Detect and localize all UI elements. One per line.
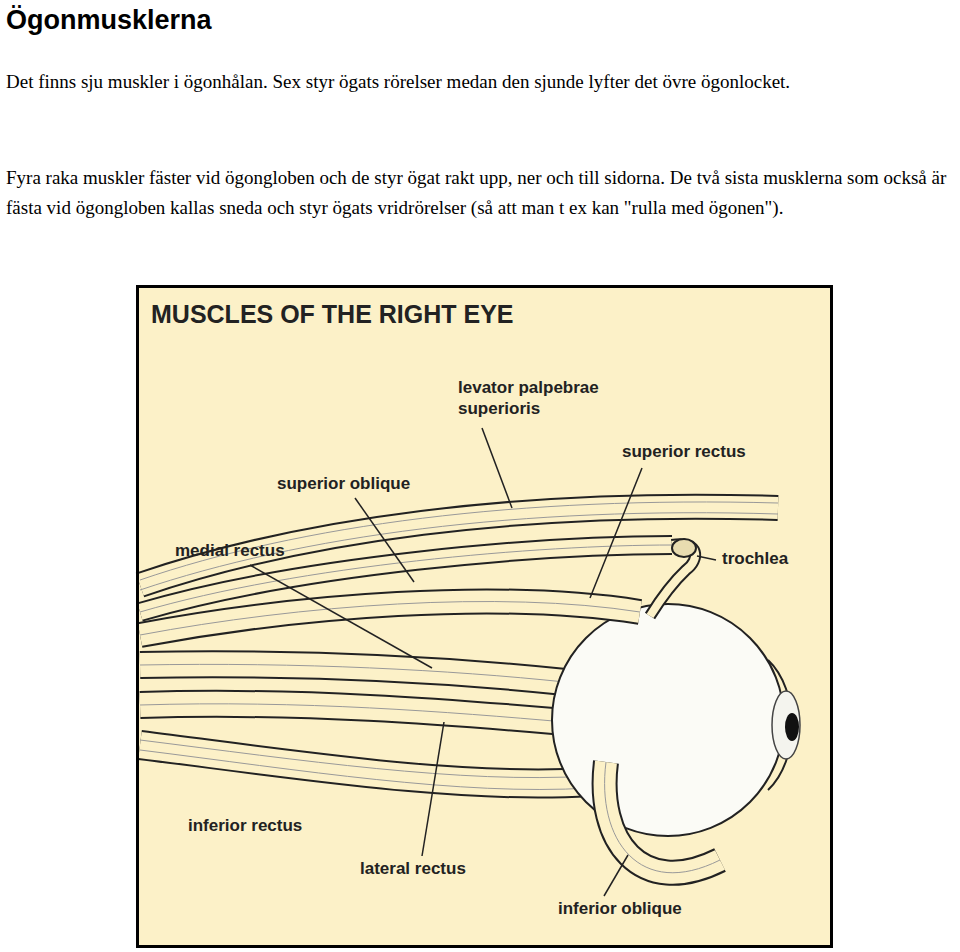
drawing-path: [140, 602, 640, 635]
page-title: Ögonmusklerna: [6, 5, 212, 36]
muscle-label: medial rectus: [175, 540, 285, 561]
muscle-label: levator palpebrae superioris: [458, 377, 623, 419]
leader-lines: [250, 428, 716, 896]
body-paragraph: Fyra raka muskler fäster vid ögongloben …: [6, 163, 956, 223]
muscle-label: superior oblique: [277, 473, 410, 494]
drawing-ellipse: [772, 691, 800, 759]
panel-ground: [136, 285, 833, 948]
muscle-label: trochlea: [722, 548, 788, 569]
eye-front: [768, 660, 800, 790]
drawing-path: [140, 704, 565, 722]
drawing-line: [250, 565, 432, 668]
drawing-ellipse: [785, 713, 799, 741]
muscle-label: inferior oblique: [558, 898, 682, 919]
drawing-path: [605, 762, 720, 873]
drawing-path: [140, 602, 640, 635]
drawing-path: [140, 740, 590, 789]
muscle-label: lateral rectus: [360, 858, 466, 879]
drawing-line: [422, 722, 444, 856]
muscle-label: inferior rectus: [188, 815, 302, 836]
drawing-path: [140, 704, 565, 722]
eyeball: [552, 604, 784, 836]
drawing-path: [605, 762, 720, 873]
drawing-path: [140, 602, 640, 635]
body-paragraph: Det finns sju muskler i ögonhålan. Sex s…: [6, 67, 956, 97]
drawing-path: [140, 704, 565, 722]
drawing-path: [605, 762, 720, 873]
muscle-label: superior rectus: [622, 441, 746, 462]
drawing-path: [140, 664, 565, 682]
drawing-line: [697, 556, 716, 560]
drawing-path: [140, 664, 565, 682]
drawing-ellipse: [672, 539, 696, 557]
panel-title: MUSCLES OF THE RIGHT EYE: [151, 300, 514, 329]
drawing-line: [482, 428, 512, 508]
drawing-path: [140, 664, 565, 682]
drawing-line: [355, 498, 414, 582]
eye-muscle-insertions: [140, 539, 720, 873]
drawing-line: [590, 468, 642, 598]
drawing-line: [604, 855, 628, 896]
